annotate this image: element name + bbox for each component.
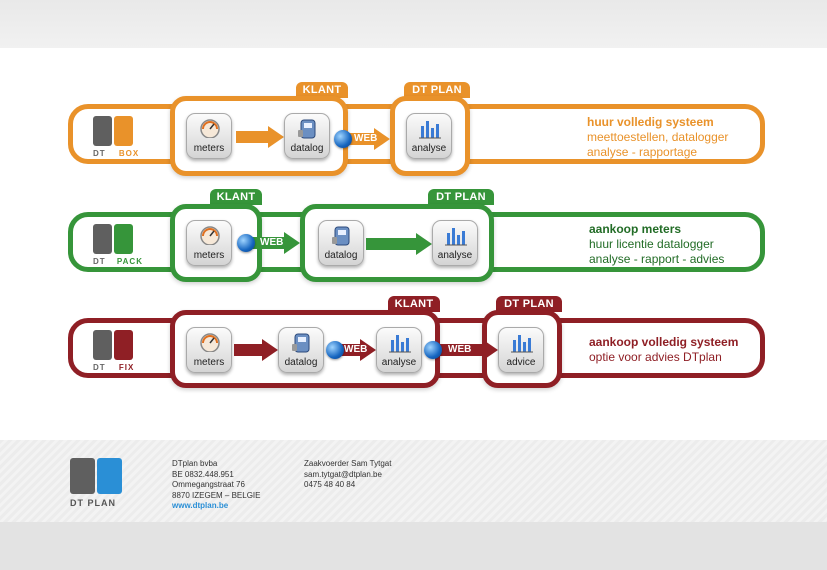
bar-chart-icon <box>445 228 467 246</box>
logo-t-shape <box>114 330 133 360</box>
company-line: DTplan bvba <box>172 459 218 468</box>
logo-d-shape <box>93 116 112 146</box>
arrow <box>236 126 284 148</box>
arrow <box>366 233 432 255</box>
node-datalog[interactable]: datalog <box>318 220 364 266</box>
globe-icon <box>424 341 442 359</box>
tab-dt-plan: DT PLAN <box>496 296 562 312</box>
node-label: datalog <box>290 143 324 154</box>
bar-chart-icon <box>511 335 533 353</box>
row-description: huur volledig systeem meettoestellen, da… <box>587 115 728 160</box>
logo-d-shape <box>93 330 112 360</box>
node-datalog[interactable]: datalog <box>284 113 330 159</box>
node-datalog[interactable]: datalog <box>278 327 324 373</box>
tab-klant: KLANT <box>296 82 348 98</box>
company-info: DTplan bvba BE 0832.448.951 Ommegangstra… <box>172 459 260 512</box>
description-line: meettoestellen, datalogger <box>587 130 729 144</box>
description-line: optie voor advies DTplan <box>589 350 722 364</box>
logo-caption-fix: FIX <box>118 363 135 372</box>
web-label: WEB <box>448 344 472 355</box>
description-title: aankoop meters <box>589 222 682 236</box>
top-band <box>0 0 827 48</box>
globe-icon <box>326 341 344 359</box>
logo-t-shape <box>114 224 133 254</box>
tab-dt-plan: DT PLAN <box>428 189 494 205</box>
company-line: BE 0832.448.951 <box>172 469 234 479</box>
node-label: analyse <box>437 250 473 261</box>
web-label: WEB <box>260 237 284 248</box>
company-line: 8870 IZEGEM – BELGIE <box>172 490 261 500</box>
gauge-icon <box>200 226 220 245</box>
contact-line: Zaakvoerder Sam Tytgat <box>304 459 392 468</box>
datalogger-icon <box>332 226 350 246</box>
footer-logo-caption: DT PLAN <box>70 498 116 508</box>
node-label: advice <box>506 357 536 368</box>
logo-d-shape <box>93 224 112 254</box>
row-description: aankoop volledig systeem optie voor advi… <box>589 335 738 365</box>
node-label: meters <box>193 143 225 154</box>
node-meters[interactable]: meters <box>186 113 232 159</box>
node-label: datalog <box>284 357 318 368</box>
arrow <box>234 339 278 361</box>
logo-d-shape <box>70 458 95 494</box>
node-advice[interactable]: advice <box>498 327 544 373</box>
node-label: meters <box>193 250 225 261</box>
gauge-icon <box>200 119 220 138</box>
row-description: aankoop meters huur licentie datalogger … <box>589 222 724 267</box>
web-arrow: WEB <box>436 339 498 361</box>
logo-t-shape <box>97 458 122 494</box>
company-line: Ommegangstraat 76 <box>172 480 245 489</box>
node-analyse[interactable]: analyse <box>406 113 452 159</box>
node-label: analyse <box>411 143 447 154</box>
node-analyse[interactable]: analyse <box>376 327 422 373</box>
description-line: analyse - rapportage <box>587 145 698 159</box>
globe-icon <box>237 234 255 252</box>
web-label: WEB <box>344 344 368 355</box>
logo-caption-pack: PACK <box>116 257 143 266</box>
tab-klant: KLANT <box>388 296 440 312</box>
node-meters[interactable]: meters <box>186 327 232 373</box>
web-label: WEB <box>354 133 378 144</box>
logo-caption-box: BOX <box>118 149 140 158</box>
logo-caption-dt: DT <box>93 363 106 372</box>
node-label: datalog <box>324 250 358 261</box>
contact-info: Zaakvoerder Sam Tytgat sam.tytgat@dtplan… <box>304 459 391 491</box>
node-label: meters <box>193 357 225 368</box>
node-label: analyse <box>381 357 417 368</box>
contact-email[interactable]: sam.tytgat@dtplan.be <box>304 469 382 479</box>
description-line: analyse - rapport - advies <box>589 252 725 266</box>
node-meters[interactable]: meters <box>186 220 232 266</box>
description-title: huur volledig systeem <box>587 115 714 129</box>
globe-icon <box>334 130 352 148</box>
datalogger-icon <box>298 119 316 139</box>
datalogger-icon <box>292 333 310 353</box>
description-title: aankoop volledig systeem <box>589 335 739 349</box>
node-analyse[interactable]: analyse <box>432 220 478 266</box>
logo-t-shape <box>114 116 133 146</box>
contact-phone: 0475 48 40 84 <box>304 480 356 489</box>
web-arrow: WEB <box>248 232 300 254</box>
logo-caption-dt: DT <box>93 257 106 266</box>
bottom-band <box>0 522 827 570</box>
tab-dt-plan: DT PLAN <box>404 82 470 98</box>
description-line: huur licentie datalogger <box>589 237 714 251</box>
tab-klant: KLANT <box>210 189 262 205</box>
footer <box>0 440 827 522</box>
logo-caption-dt: DT <box>93 149 106 158</box>
gauge-icon <box>200 333 220 352</box>
website-link[interactable]: www.dtplan.be <box>172 501 229 510</box>
dtplan-group-box <box>390 96 470 176</box>
bar-chart-icon <box>419 121 441 139</box>
bar-chart-icon <box>389 335 411 353</box>
